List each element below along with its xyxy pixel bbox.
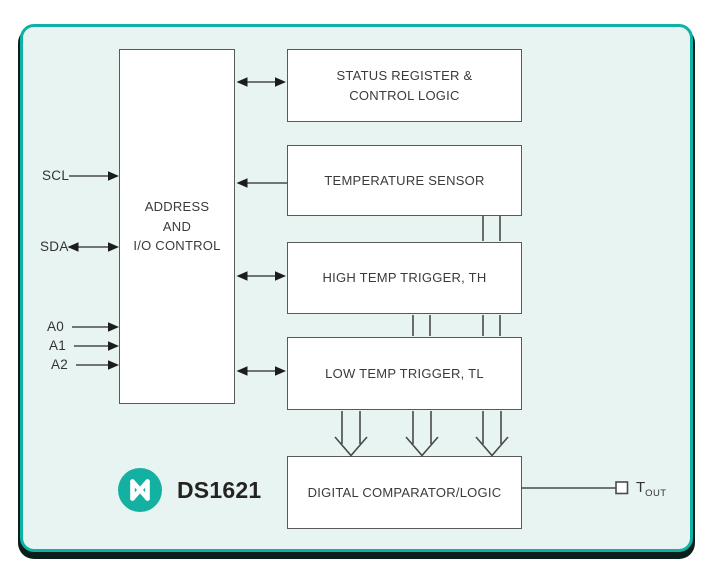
block-temperature-sensor: TEMPERATURE SENSOR <box>287 145 522 216</box>
chip-name: DS1621 <box>177 477 262 503</box>
block-high-temp-trigger: HIGH TEMP TRIGGER, TH <box>287 242 522 314</box>
pin-label-a1: A1 <box>49 338 67 353</box>
tout-sub-text: OUT <box>645 488 667 499</box>
pin-label-scl: SCL <box>42 168 70 183</box>
tout-main-text: T <box>636 479 646 496</box>
pin-label-sda: SDA <box>40 239 69 254</box>
pin-label-a0: A0 <box>47 319 65 334</box>
block-digital-comparator-logic: DIGITAL COMPARATOR/LOGIC <box>287 456 522 529</box>
brand: DS1621 <box>118 468 261 512</box>
pin-label-a2: A2 <box>51 357 69 372</box>
maxim-logo-icon <box>118 468 162 512</box>
pin-label-tout: TOUT <box>636 479 666 499</box>
block-address-io-control: ADDRESS AND I/O CONTROL <box>119 49 235 404</box>
block-low-temp-trigger: LOW TEMP TRIGGER, TL <box>287 337 522 410</box>
block-status-register-control-logic: STATUS REGISTER & CONTROL LOGIC <box>287 49 522 122</box>
